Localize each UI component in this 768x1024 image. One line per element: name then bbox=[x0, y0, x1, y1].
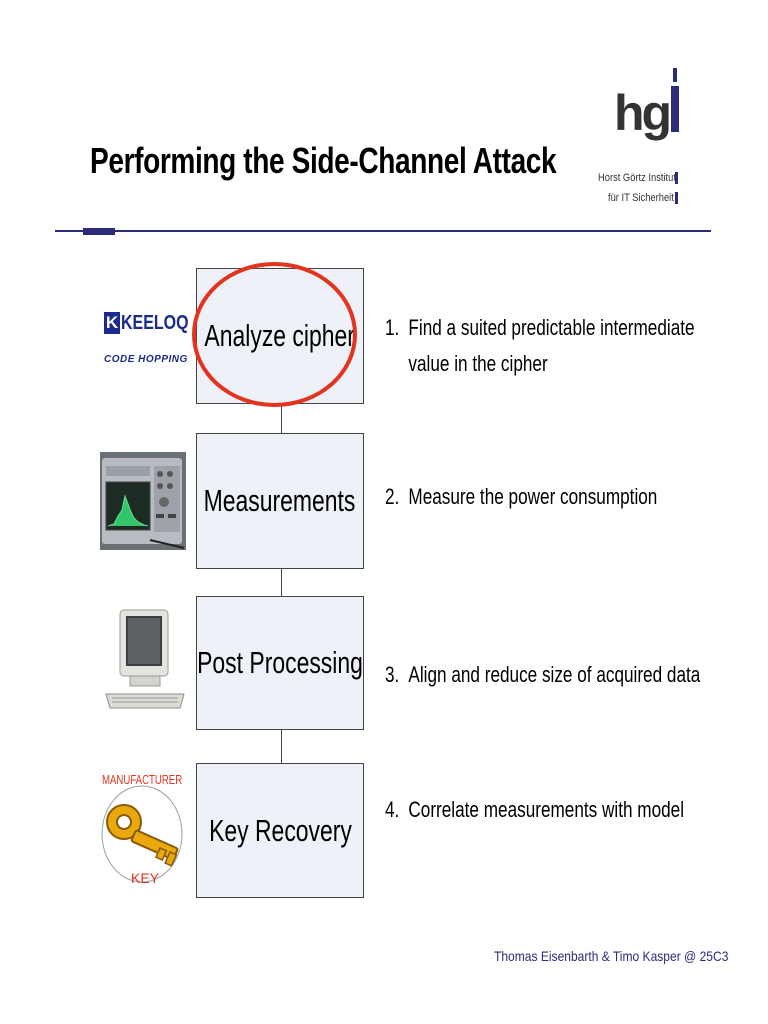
step-number: 1. bbox=[385, 315, 400, 340]
step-box-label: Post Processing bbox=[197, 645, 363, 680]
slide-title: Performing the Side-Channel Attack bbox=[90, 140, 557, 181]
key-label-top: MANUFACTURER bbox=[102, 772, 183, 787]
keeloq-logo: K KEELOQ CODE HOPPING bbox=[104, 312, 189, 368]
step-box-label: Measurements bbox=[204, 483, 356, 518]
step-number: 2. bbox=[385, 484, 400, 509]
step-box-post-processing: Post Processing bbox=[196, 596, 364, 730]
flow-connector bbox=[281, 403, 282, 433]
flow-connector bbox=[281, 729, 282, 763]
highlight-ellipse bbox=[192, 262, 357, 407]
step-number: 3. bbox=[385, 662, 400, 687]
title-divider-accent bbox=[83, 228, 115, 235]
step-text: Correlate measurements with model bbox=[408, 797, 685, 822]
step-description-1: 1. Find a suited predictable intermediate… bbox=[385, 310, 695, 382]
slide-footer: Thomas Eisenbarth & Timo Kasper @ 25C3 bbox=[494, 948, 729, 964]
logo-institute-line2: für IT Sicherheit bbox=[608, 192, 674, 204]
keeloq-mark: K bbox=[104, 312, 120, 334]
step-text: Align and reduce size of acquired data bbox=[408, 662, 701, 687]
key-label-bottom: KEY bbox=[131, 870, 160, 886]
logo-letters: hg bbox=[614, 85, 672, 141]
key-icon bbox=[101, 785, 183, 883]
step-description-2: 2. Measure the power consumption bbox=[385, 479, 657, 515]
logo-tick bbox=[675, 192, 678, 204]
step-description-3: 3. Align and reduce size of acquired data bbox=[385, 657, 700, 693]
hgi-logo: hg Horst Görtz Institut für IT Sicherhei… bbox=[590, 68, 690, 210]
logo-institute-line1: Horst Görtz Institut bbox=[598, 172, 676, 184]
step-text-continued: value in the cipher bbox=[408, 351, 548, 376]
step-text: Measure the power consumption bbox=[408, 484, 658, 509]
logo-tick bbox=[675, 172, 678, 184]
keeloq-name: KEELOQ bbox=[121, 312, 189, 334]
step-description-4: 4. Correlate measurements with model bbox=[385, 792, 684, 828]
logo-bar bbox=[671, 86, 679, 132]
keeloq-tagline: CODE HOPPING bbox=[104, 354, 188, 365]
oscilloscope-image bbox=[100, 452, 186, 550]
step-text: Find a suited predictable intermediate bbox=[408, 315, 695, 340]
flow-connector bbox=[281, 568, 282, 596]
step-box-measurements: Measurements bbox=[196, 433, 364, 569]
step-box-label: Key Recovery bbox=[208, 812, 352, 848]
manufacturer-key-image: MANUFACTURER KEY bbox=[100, 768, 186, 890]
computer-image bbox=[105, 609, 185, 709]
step-number: 4. bbox=[385, 797, 400, 822]
logo-dot bbox=[673, 68, 677, 82]
title-divider bbox=[55, 230, 711, 232]
step-box-key-recovery: Key Recovery bbox=[196, 763, 364, 898]
